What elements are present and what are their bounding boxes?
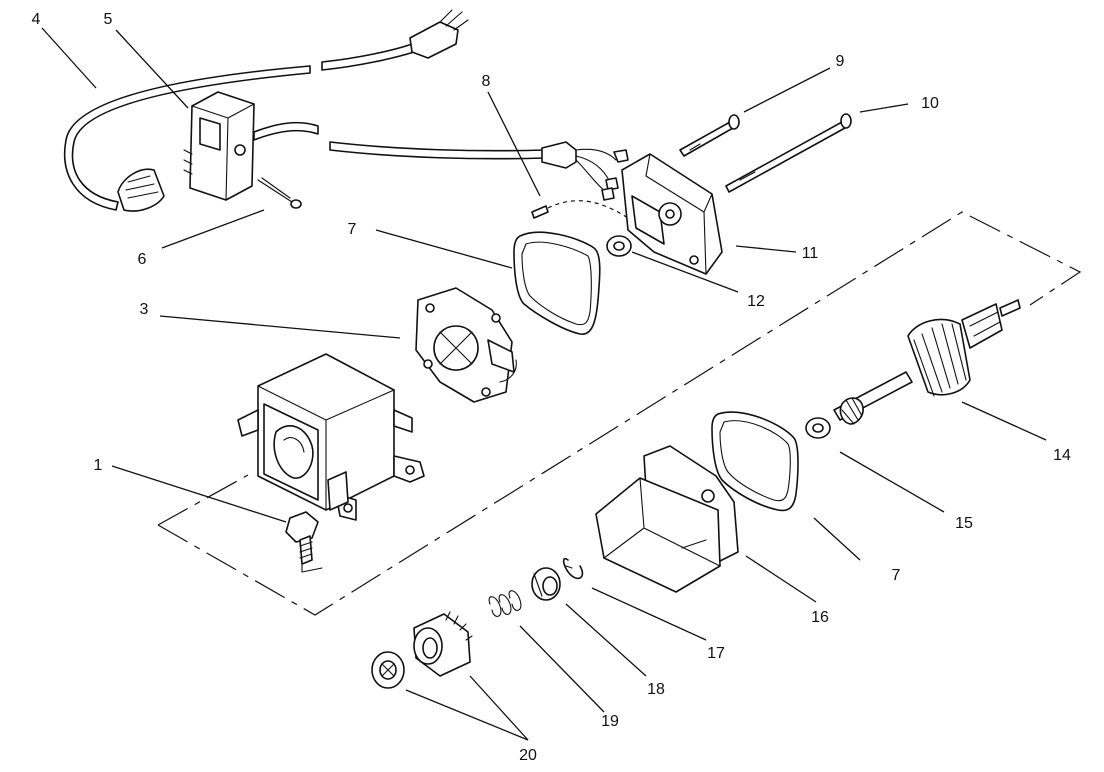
callout-16: 16 <box>811 609 829 626</box>
callout-7-lower: 7 <box>892 567 901 584</box>
lead-wire <box>329 141 629 201</box>
callout-19: 19 <box>601 713 619 730</box>
upper-gasket <box>513 231 601 335</box>
pinion-stop <box>371 651 405 689</box>
end-cap <box>621 153 723 275</box>
housing-bolt <box>285 511 323 573</box>
callout-labels: 4 5 6 7 8 9 10 11 12 3 14 1 15 16 7 17 1… <box>32 11 1071 764</box>
callout-11: 11 <box>802 245 819 262</box>
brush-plate <box>415 287 517 403</box>
callout-3: 3 <box>140 301 149 318</box>
callout-15: 15 <box>955 515 973 532</box>
thrust-washer <box>805 417 831 439</box>
spring <box>488 590 522 617</box>
gear-housing <box>595 445 739 593</box>
end-cap-washer <box>606 235 632 257</box>
callout-1: 1 <box>94 457 103 474</box>
callout-6: 6 <box>138 251 147 268</box>
spring-retainer <box>531 567 561 601</box>
callout-18: 18 <box>647 681 665 698</box>
callout-4: 4 <box>32 11 41 28</box>
leader-lines <box>41 27 1047 741</box>
assembly-boundary <box>157 211 1082 616</box>
retaining-clip <box>562 557 584 580</box>
callout-9: 9 <box>836 53 845 70</box>
callout-12: 12 <box>747 293 765 310</box>
callout-10: 10 <box>921 95 939 112</box>
small-screw <box>531 200 629 219</box>
callout-14: 14 <box>1053 447 1071 464</box>
pinion-gear <box>413 611 473 677</box>
callout-20: 20 <box>519 747 537 764</box>
motor-housing <box>237 353 425 521</box>
callout-17: 17 <box>707 645 725 662</box>
lower-gasket <box>711 411 799 512</box>
switch-box <box>183 91 319 201</box>
power-cord <box>63 9 469 212</box>
switch-screw <box>257 177 302 209</box>
callout-5: 5 <box>104 11 113 28</box>
callout-7-upper: 7 <box>348 221 357 238</box>
callout-8: 8 <box>482 73 491 90</box>
through-bolts <box>679 113 852 193</box>
armature <box>833 299 1021 425</box>
